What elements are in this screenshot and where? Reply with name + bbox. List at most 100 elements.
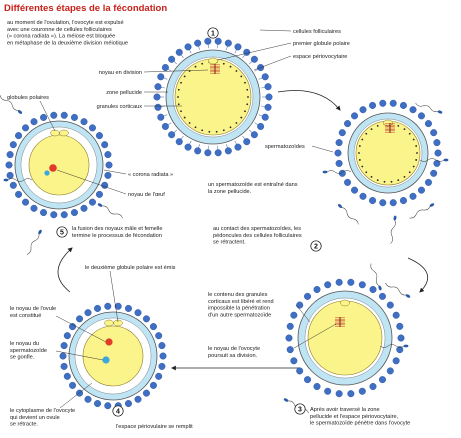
polar-body [104,319,114,327]
cortical-granule [408,171,411,174]
follicle-cell [50,111,58,119]
follicle-cell [60,342,68,350]
follicle-cell [149,323,157,331]
cortical-granule [403,175,406,178]
sperm-head [378,285,382,291]
label-noyau-oeuf: noyau de l'œuf [128,192,165,198]
spermatozoon [370,263,382,291]
label-noyau-en-division: noyau en division [99,70,142,76]
label-cytoplasme-line: se rétracte. [10,422,38,428]
cortical-granule [183,116,186,119]
cortical-granule [235,70,238,72]
follicle-cell [101,181,109,189]
follicle-cell [184,43,192,51]
follicle-cell [114,302,122,310]
spermatozoon [419,158,449,162]
polar-body [59,129,69,137]
follicle-cell [379,99,387,107]
cortical-granule [180,110,182,113]
follicle-cell [80,204,88,212]
label-spermatozoides-line: spermatozoïdes [265,144,305,150]
cortical-granule [370,128,373,131]
step-2-text-line: au contact des spermatozoïdes, les [213,226,301,232]
follicle-cell [286,322,294,330]
lead-10 [56,169,127,195]
zygote-nucleus-2 [44,170,50,176]
cortical-granule [229,126,232,129]
label-granules-corticaux: granules corticaux [97,104,143,110]
label-contenu-granules-line: d'un autre spermatozoïde [208,312,271,318]
follicle-cell [124,304,132,312]
cortical-granule [194,126,197,129]
follicle-cell [204,37,212,45]
follicle-cell [101,141,109,149]
follicle-cell [351,112,359,120]
follicle-cell [69,323,77,331]
follicle-cell [351,186,359,194]
sperm-head [283,398,289,402]
step-2-text-line: se rétractent. [213,240,246,246]
follicle-cell [347,278,355,286]
follicle-cell [15,132,23,140]
step-number-text: 1 [211,30,215,37]
follicle-cell [358,281,366,289]
cortical-granule [376,124,379,127]
follicle-cell [5,161,13,169]
step-number-3: 3 [294,403,306,415]
follicle-cell [88,198,96,206]
lead-2 [217,42,292,61]
cortical-granule [403,128,406,131]
cortical-granule [240,75,243,78]
label-zone-pellucide-line: zone pellucide [106,90,142,96]
follicle-cell [392,357,400,365]
follicle-cell [168,131,176,139]
polar-body [208,57,218,65]
cortical-granule [390,180,393,183]
follicle-cell [60,111,68,119]
cortical-granule [229,65,232,68]
lead-8 [39,100,56,132]
follicle-cell [386,301,394,309]
follicle-cell [84,395,92,403]
follicle-cell [344,120,352,128]
label-premier-globule: premier globule polaire [293,41,350,47]
follicle-cell [60,211,68,219]
label-granules-corticaux-line: granules corticaux [97,104,143,110]
label-noyau-ovule-line: est constitué [10,313,41,319]
follicle-cell [157,113,165,121]
follicle-cell [430,169,438,177]
follicle-cell [134,395,142,403]
label-spermatozoides: spermatozoïdes [265,144,305,150]
spermatozoon [0,95,23,114]
step-5-text-line: la fusion des noyaux mâle et femelle [72,226,162,232]
follicle-cell [104,171,112,179]
follicle-cell [369,382,377,390]
follicle-cell [304,292,312,300]
follicle-cell [335,139,343,147]
label-espace-periovocytaire-line: espace périovocytaire [293,54,347,60]
follicle-cell [95,132,103,140]
follicle-cell [175,48,183,56]
follicle-cell [234,143,242,151]
step-badge [56,226,68,238]
egg-nucleus [105,338,113,346]
sperm-tail [409,205,431,219]
cortical-granule [177,103,180,106]
follicle-cell [396,346,404,354]
step-3-text-line: le spermatozoïde pénètre dans l'ovocyte [310,421,410,427]
cortical-granule [177,96,179,98]
follicle-cell [286,346,294,354]
lead-13 [55,350,104,361]
cortical-granule [416,152,418,154]
cell-stage-2 [322,99,449,244]
follicle-cell [417,186,425,194]
spermatozoon [26,229,42,255]
label-cellules-folliculaires: cellules folliculaires [293,29,341,35]
oocyte-cytoplasm [82,325,144,387]
step-number-4: 4 [112,405,124,417]
sperm-tail [341,207,359,225]
follicle-cell [369,286,377,294]
lead-9 [103,169,127,175]
